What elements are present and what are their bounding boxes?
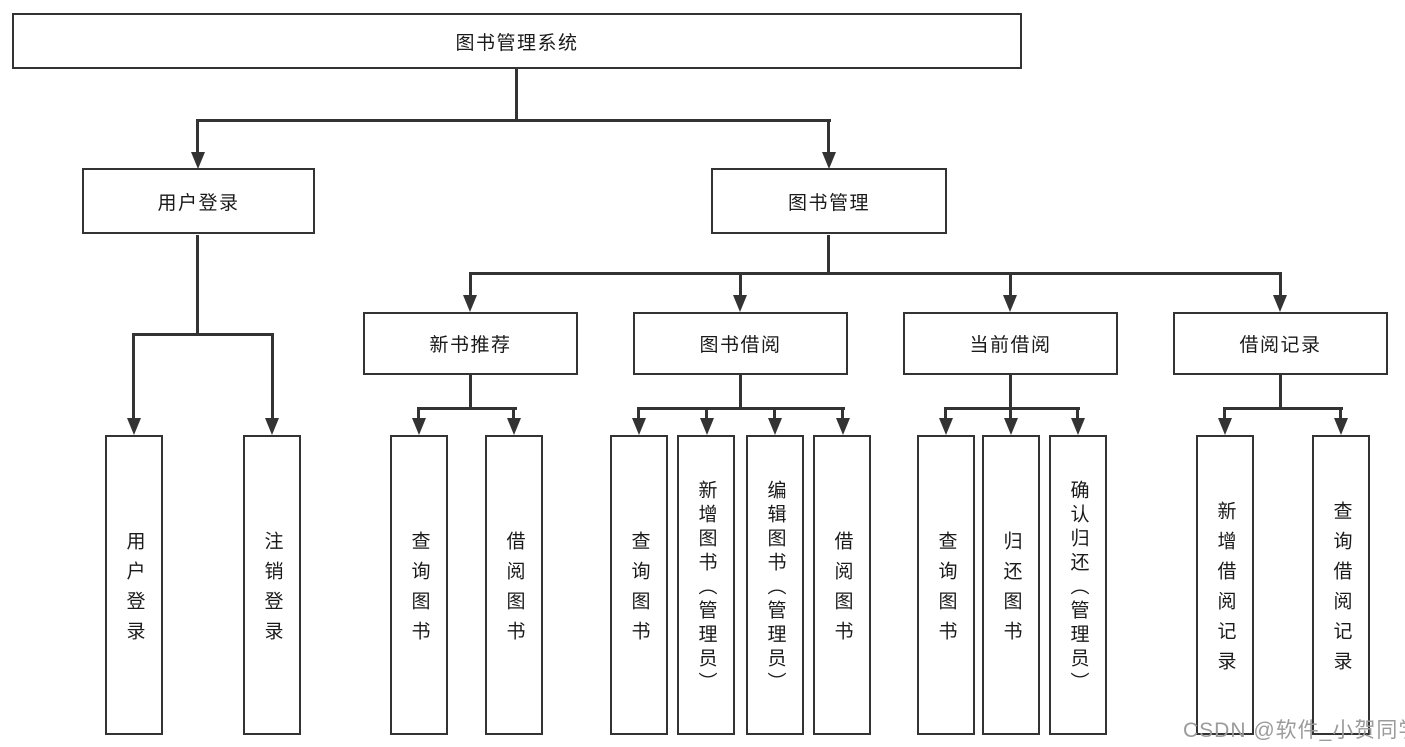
connector-root-rail bbox=[196, 119, 831, 122]
node-label: 图书借阅 bbox=[699, 335, 782, 356]
connector-borrowing-rail bbox=[637, 407, 845, 410]
connector-new-rec-stem bbox=[469, 375, 472, 409]
node-user-login: 用户登录 bbox=[82, 168, 315, 234]
connector-leaf-stub bbox=[705, 407, 708, 420]
arrow-down-icon bbox=[1218, 418, 1232, 435]
connector-to-logout-leaf bbox=[271, 333, 274, 420]
arrow-down-icon bbox=[733, 295, 747, 312]
arrow-down-icon bbox=[463, 295, 477, 312]
connector-user-login-rail bbox=[132, 333, 274, 336]
leaf-borrow-book: 借阅图书 bbox=[485, 435, 543, 735]
connector-borrowing-stem bbox=[739, 375, 742, 409]
connector-to-current bbox=[1009, 272, 1012, 297]
arrow-down-icon bbox=[939, 418, 953, 435]
node-label: 借阅记录 bbox=[1239, 335, 1322, 356]
leaf-label: 新增借阅记录 bbox=[1214, 500, 1236, 681]
connector-current-rail bbox=[944, 407, 1080, 410]
node-book-management: 图书管理 bbox=[711, 168, 947, 234]
connector-records-stem bbox=[1279, 375, 1282, 409]
arrow-down-icon bbox=[768, 418, 782, 435]
connector-to-records bbox=[1279, 272, 1282, 297]
leaf-label: 查询借阅记录 bbox=[1330, 500, 1352, 681]
leaf-borrow-book: 借阅图书 bbox=[813, 435, 871, 735]
leaf-confirm-return-admin: 确认归还（管理员） bbox=[1049, 435, 1107, 735]
connector-leaf-stub bbox=[1009, 407, 1012, 420]
leaf-query-book: 查询图书 bbox=[917, 435, 975, 735]
arrow-down-icon bbox=[632, 418, 646, 435]
connector-leaf-stub bbox=[773, 407, 776, 420]
connector-records-rail bbox=[1223, 407, 1343, 410]
connector-leaf-stub bbox=[637, 407, 640, 420]
leaf-label: 确认归还（管理员） bbox=[1067, 479, 1089, 696]
connector-current-stem bbox=[1009, 375, 1012, 409]
leaf-add-borrow-record: 新增借阅记录 bbox=[1196, 435, 1254, 735]
arrow-down-icon bbox=[1003, 295, 1017, 312]
leaf-query-borrow-record: 查询借阅记录 bbox=[1312, 435, 1370, 735]
connector-to-new-rec bbox=[469, 272, 472, 297]
arrow-down-icon bbox=[836, 418, 850, 435]
arrow-down-icon bbox=[412, 418, 426, 435]
connector-leaf-stub bbox=[1076, 407, 1079, 420]
connector-book-mgmt-stem bbox=[827, 235, 830, 274]
connector-to-login-leaf bbox=[132, 333, 135, 420]
arrow-down-icon bbox=[1334, 418, 1348, 435]
connector-root-stem bbox=[515, 69, 518, 122]
arrow-down-icon bbox=[822, 152, 836, 169]
node-label: 用户登录 bbox=[157, 192, 240, 214]
leaf-label: 新增图书（管理员） bbox=[695, 479, 717, 696]
arrow-down-icon bbox=[507, 418, 521, 435]
leaf-label: 用户登录 bbox=[123, 530, 145, 651]
connector-leaf-stub bbox=[1223, 407, 1226, 420]
connector-to-book-management bbox=[827, 119, 830, 154]
leaf-label: 查询图书 bbox=[935, 530, 957, 651]
connector-to-user-login bbox=[196, 119, 199, 154]
connector-leaf-stub bbox=[841, 407, 844, 420]
connector-leaf-stub bbox=[944, 407, 947, 420]
node-label: 图书管理 bbox=[787, 192, 870, 214]
leaf-label: 归还图书 bbox=[1000, 530, 1022, 651]
arrow-down-icon bbox=[1273, 295, 1287, 312]
node-label: 当前借阅 bbox=[969, 335, 1052, 356]
connector-leaf-stub bbox=[417, 407, 420, 420]
node-label: 新书推荐 bbox=[429, 335, 512, 356]
leaf-label: 借阅图书 bbox=[831, 530, 853, 651]
node-new-book-recommend: 新书推荐 bbox=[363, 312, 578, 375]
leaf-logout-login: 注销登录 bbox=[243, 435, 301, 735]
connector-leaf-stub bbox=[1339, 407, 1342, 420]
arrow-down-icon bbox=[265, 418, 279, 435]
arrow-down-icon bbox=[191, 152, 205, 169]
connector-book-mgmt-rail bbox=[469, 272, 1282, 275]
leaf-return-book: 归还图书 bbox=[982, 435, 1040, 735]
leaf-label: 查询图书 bbox=[628, 530, 650, 651]
leaf-query-book: 查询图书 bbox=[610, 435, 668, 735]
leaf-label: 注销登录 bbox=[261, 530, 283, 651]
arrow-down-icon bbox=[1071, 418, 1085, 435]
watermark: CSDN @软件_小贺同学 bbox=[1183, 719, 1405, 742]
leaf-user-login: 用户登录 bbox=[105, 435, 163, 735]
node-current-borrowing: 当前借阅 bbox=[903, 312, 1118, 375]
arrow-down-icon bbox=[700, 418, 714, 435]
leaf-label: 查询图书 bbox=[408, 530, 430, 651]
leaf-label: 编辑图书（管理员） bbox=[764, 479, 786, 696]
node-label: 图书管理系统 bbox=[455, 32, 579, 54]
node-library-management-system: 图书管理系统 bbox=[12, 13, 1022, 69]
arrow-down-icon bbox=[1004, 418, 1018, 435]
leaf-query-book: 查询图书 bbox=[390, 435, 448, 735]
leaf-edit-book-admin: 编辑图书（管理员） bbox=[746, 435, 804, 735]
connector-new-rec-rail bbox=[417, 407, 517, 410]
node-book-borrowing: 图书借阅 bbox=[633, 312, 848, 375]
connector-to-borrowing bbox=[739, 272, 742, 297]
leaf-add-book-admin: 新增图书（管理员） bbox=[677, 435, 735, 735]
node-borrowing-records: 借阅记录 bbox=[1173, 312, 1388, 375]
leaf-label: 借阅图书 bbox=[503, 530, 525, 651]
arrow-down-icon bbox=[127, 418, 141, 435]
connector-user-login-stem bbox=[196, 235, 199, 335]
connector-leaf-stub bbox=[512, 407, 515, 420]
